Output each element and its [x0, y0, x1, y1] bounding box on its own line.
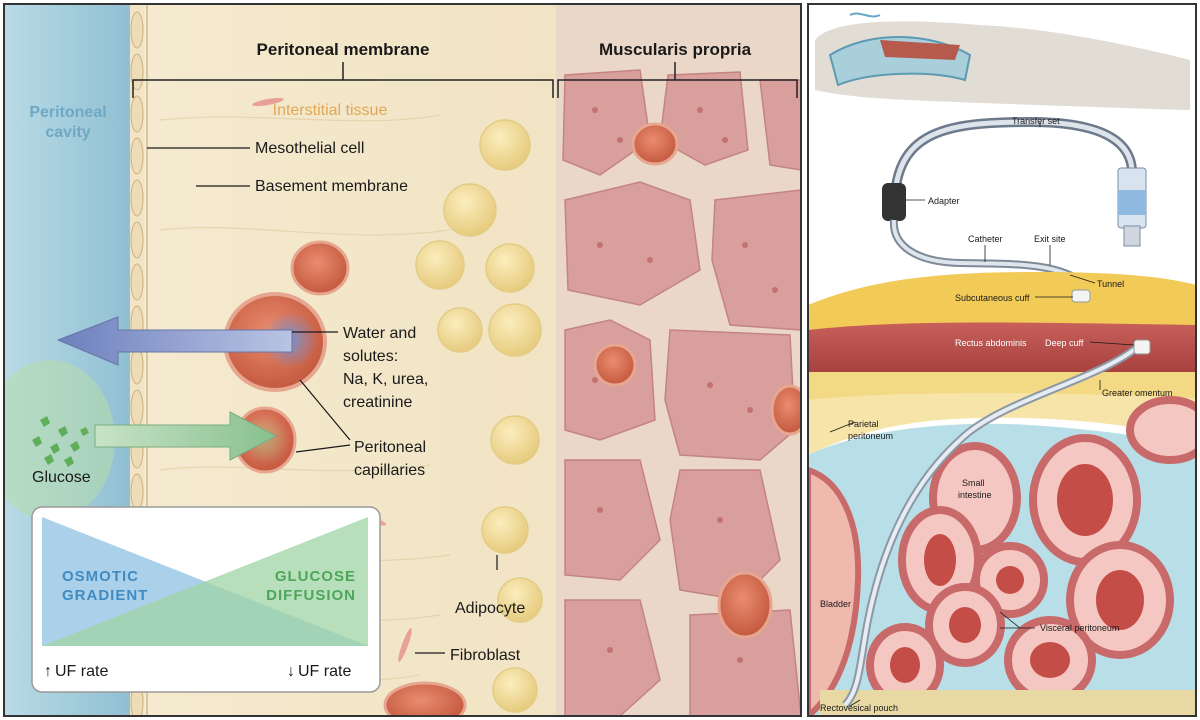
small-intestine-label-2: intestine	[958, 490, 992, 500]
peritoneal-cavity-label-2: cavity	[45, 124, 90, 141]
basement-membrane-label: Basement membrane	[255, 178, 408, 195]
intraperitoneal-catheter-highlight	[843, 343, 1142, 707]
glucose-arrow	[94, 411, 278, 461]
glucose-triangle	[42, 517, 368, 646]
parietal-peritoneum-label-1: Parietal	[848, 419, 879, 429]
mesothelial-cell-label: Mesothelial cell	[255, 140, 364, 157]
parietal-peritoneum-label-2: peritoneum	[848, 431, 893, 441]
intestine-lumens	[890, 464, 1144, 683]
visceral-peritoneum-label: Visceral peritoneum	[1040, 623, 1119, 633]
leader-lines	[147, 147, 498, 654]
adipocyte-label: Adipocyte	[455, 600, 525, 617]
greater-omentum-label: Greater omentum	[1102, 388, 1173, 398]
peritoneal-cavity-label-1: Peritoneal	[29, 104, 106, 121]
subcutaneous-cuff-part	[1071, 289, 1091, 303]
small-intestine-label-1: Small	[962, 478, 985, 488]
uf-rate-down-arrow: ↓	[287, 663, 295, 680]
uf-legend-box: OSMOTIC GRADIENT GLUCOSE DIFFUSION ↑ UF …	[31, 506, 381, 693]
uf-rate-up-arrow: ↑	[44, 663, 52, 680]
muscle-bundles	[562, 69, 801, 716]
deep-cuff-part	[1133, 339, 1151, 355]
pelvic-floor	[820, 690, 1196, 716]
rectovesical-pouch-label: Rectovesical pouch	[820, 703, 898, 713]
fibroblast-label: Fibroblast	[450, 647, 521, 664]
rectus-abdominis-label: Rectus abdominis	[955, 338, 1027, 348]
patient-silhouette	[815, 12, 1190, 111]
adipocytes	[415, 119, 543, 713]
water-solutes-label-2: solutes:	[343, 348, 398, 365]
left-panel-border	[3, 3, 802, 717]
right-panel: Transfer set Adapter Catheter Exit site …	[808, 4, 1196, 716]
glucose-cloud	[4, 360, 115, 520]
transfer-set-label: Transfer set	[1012, 116, 1060, 126]
muscle-capillaries	[593, 122, 801, 639]
peritoneal-capillaries-label-2: capillaries	[354, 462, 425, 479]
rectus-abdominis-muscle	[808, 322, 1196, 372]
glucose-diffusion-label-1: GLUCOSE	[275, 568, 356, 585]
uf-rate-up-label: UF rate	[55, 663, 108, 680]
tunnel-label: Tunnel	[1097, 279, 1124, 289]
water-solutes-label-3: Na, K, urea,	[343, 371, 428, 388]
right-panel-border	[807, 3, 1197, 717]
transfer-set	[882, 116, 1147, 247]
osmotic-label-2: GRADIENT	[62, 587, 148, 604]
adapter-label: Adapter	[928, 196, 960, 206]
interstitial-tissue-label: Interstitial tissue	[273, 102, 388, 119]
left-panel: Peritoneal membrane Muscularis propria P…	[4, 4, 801, 716]
peritoneal-membrane-header: Peritoneal membrane	[257, 40, 430, 59]
greater-omentum-layer	[808, 393, 1196, 455]
muscularis-propria-header: Muscularis propria	[599, 40, 752, 59]
membrane-brace	[132, 62, 798, 98]
peritoneal-capillaries-label-1: Peritoneal	[354, 439, 426, 456]
bladder-label: Bladder	[820, 599, 851, 609]
subcutaneous-cuff-label: Subcutaneous cuff	[955, 293, 1030, 303]
subcutaneous-fat	[808, 272, 1196, 340]
glucose-label: Glucose	[32, 469, 91, 486]
water-solutes-label-1: Water and	[343, 325, 416, 342]
muscle-nuclei	[592, 107, 778, 663]
glucose-diffusion-label-2: DIFFUSION	[266, 587, 356, 604]
adapter-part	[882, 183, 906, 221]
catheter-label: Catheter	[968, 234, 1003, 244]
exit-site-label: Exit site	[1034, 234, 1066, 244]
glucose-molecules	[32, 416, 89, 467]
water-solutes-label-4: creatinine	[343, 394, 412, 411]
uf-rate-down-label: UF rate	[298, 663, 351, 680]
osmotic-label-1: OSMOTIC	[62, 568, 139, 585]
water-solute-arrow	[56, 316, 293, 366]
deep-cuff-label: Deep cuff	[1045, 338, 1084, 348]
right-leader-lines	[829, 122, 1135, 707]
